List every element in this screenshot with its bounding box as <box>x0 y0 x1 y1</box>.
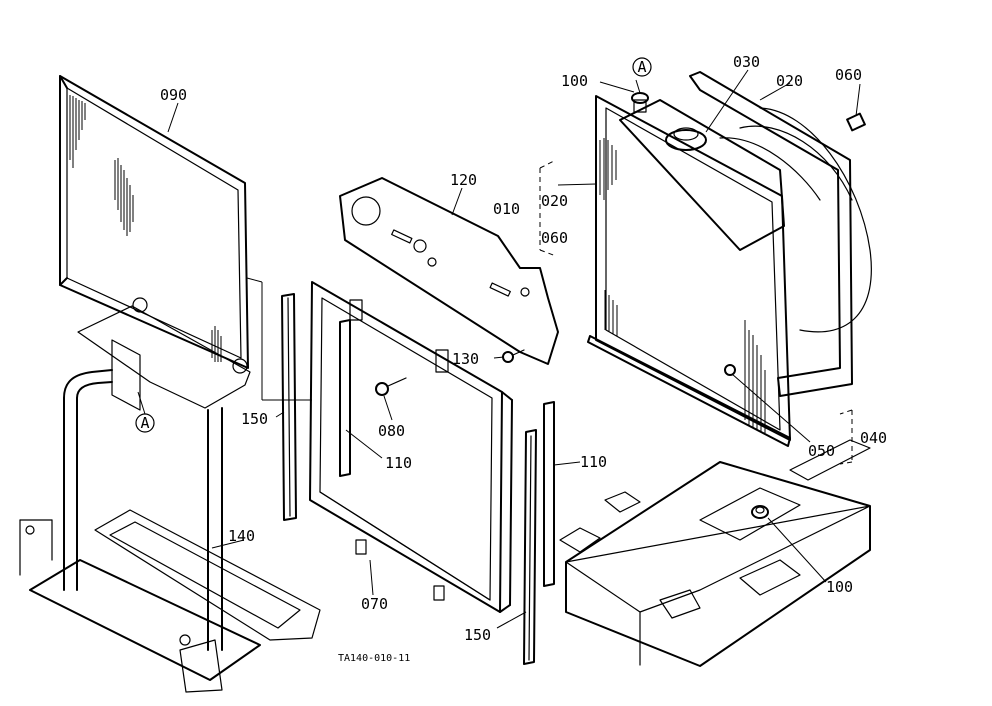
seal-110-left <box>339 319 351 477</box>
label-080: 080 <box>378 422 405 440</box>
detail-marker-a-top-label: A <box>637 58 646 76</box>
label-150-bottom: 150 <box>464 626 491 644</box>
bolt-130 <box>502 349 525 363</box>
label-110-left: 110 <box>385 454 412 472</box>
detail-marker-a-top: A <box>632 57 652 77</box>
label-070: 070 <box>361 595 388 613</box>
label-130: 130 <box>452 350 479 368</box>
drawing-code: TA140-010-11 <box>338 653 410 664</box>
label-020-top: 020 <box>776 72 803 90</box>
assembly-guides <box>246 159 853 465</box>
screen-090 <box>59 75 251 409</box>
label-060-top: 060 <box>835 66 862 84</box>
cushion-100-bottom <box>751 505 769 519</box>
label-120: 120 <box>450 171 477 189</box>
label-140: 140 <box>228 527 255 545</box>
label-150-left: 150 <box>241 410 268 428</box>
leader-lines <box>167 69 861 629</box>
seal-110-right <box>543 401 555 587</box>
base-frame <box>559 439 871 667</box>
fan-shroud-020 <box>689 71 872 397</box>
frame-140 <box>19 339 321 693</box>
radiator-010 <box>587 95 791 447</box>
label-090: 090 <box>160 86 187 104</box>
seal-strip-150-left <box>281 293 297 521</box>
cover-plate-120 <box>339 177 559 365</box>
label-040: 040 <box>860 429 887 447</box>
shroud-frame-070 <box>309 281 513 613</box>
label-010: 010 <box>493 200 520 218</box>
label-020-group: 020 <box>541 192 568 210</box>
detail-marker-a-left: A <box>135 391 155 433</box>
label-050: 050 <box>808 442 835 460</box>
seal-strip-150-bottom <box>523 429 537 665</box>
label-060-group: 060 <box>541 229 568 247</box>
label-100-top: 100 <box>561 72 588 90</box>
bolt-080 <box>375 377 407 396</box>
plug-060 <box>846 112 866 132</box>
part-labels: 090 120 100 030 020 060 010 020 060 130 … <box>160 53 887 664</box>
label-030: 030 <box>733 53 760 71</box>
detail-marker-a-left-label: A <box>140 414 149 432</box>
label-110-right: 110 <box>580 453 607 471</box>
label-100-bottom: 100 <box>826 578 853 596</box>
